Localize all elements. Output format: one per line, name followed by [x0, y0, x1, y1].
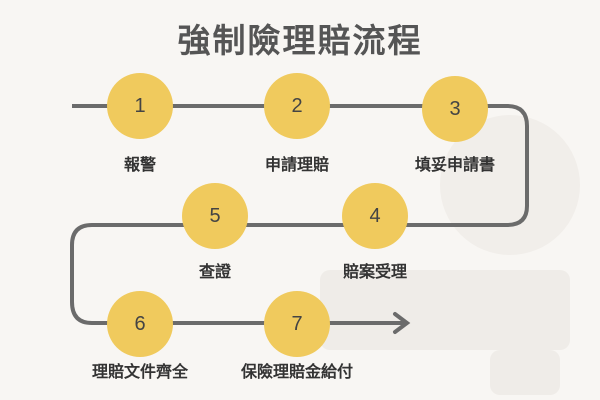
step-2-label: 申請理賠 — [264, 155, 329, 174]
background-decoration — [490, 350, 560, 395]
step-5-circle: 5 — [182, 183, 248, 249]
step-6-circle: 6 — [107, 291, 173, 357]
step-4-label: 賠案受理 — [342, 262, 407, 281]
step-1-label: 報警 — [123, 155, 156, 174]
step-7-circle: 7 — [264, 291, 330, 357]
background-decoration — [320, 270, 570, 350]
step-2-circle: 2 — [264, 73, 330, 139]
step-5-label: 查證 — [198, 262, 231, 281]
arrow-head-icon — [393, 312, 411, 334]
step-7-label: 保險理賠金給付 — [240, 362, 353, 381]
page-title: 強制險理賠流程 — [177, 21, 423, 60]
step-4-circle: 4 — [342, 183, 408, 249]
step-1-circle: 1 — [107, 73, 173, 139]
step-3-label: 填妥申請書 — [414, 155, 495, 174]
step-6-label: 理賠文件齊全 — [91, 362, 188, 381]
step-3-circle: 3 — [422, 76, 488, 142]
